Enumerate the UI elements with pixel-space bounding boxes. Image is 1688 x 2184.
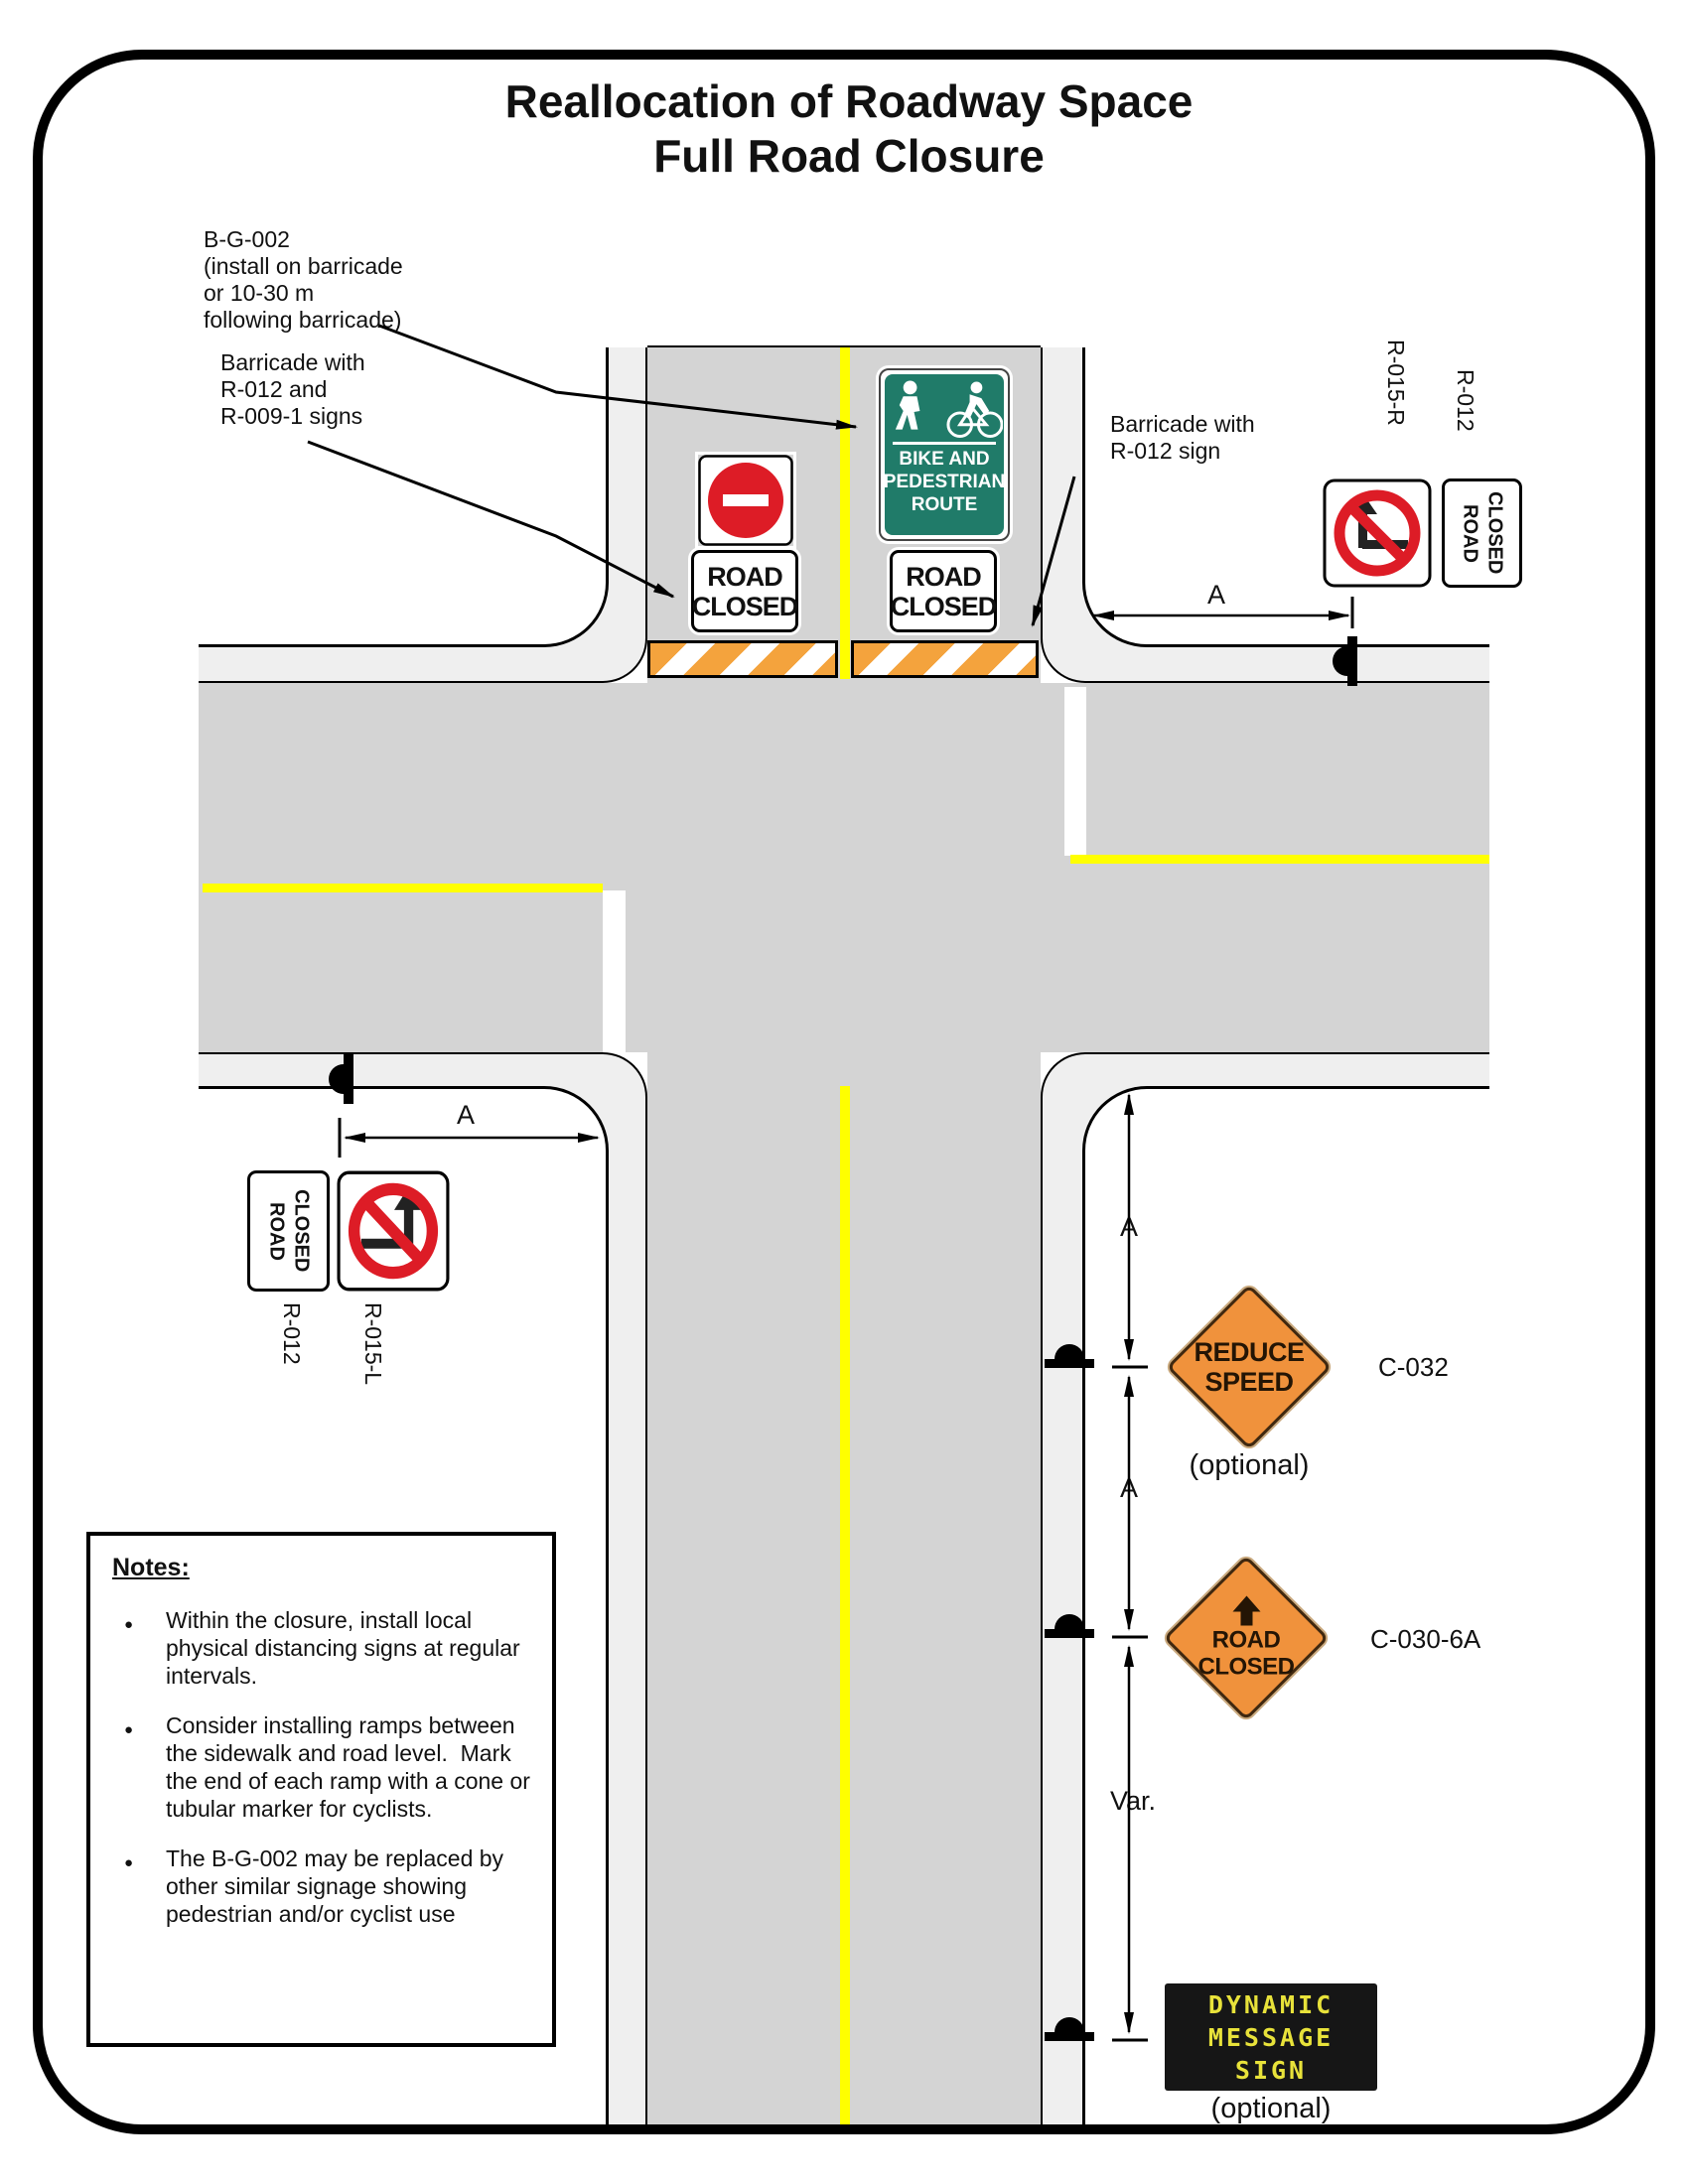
- up-arrow-icon: [1231, 1595, 1260, 1626]
- label-r012-sw: R-012: [279, 1302, 305, 1365]
- road-closed-ahead-diamond: ROAD CLOSED: [1163, 1555, 1330, 1721]
- label-optional-reduce-speed: (optional): [1189, 1449, 1310, 1481]
- centerline-south: [840, 1086, 850, 2134]
- road-east-west: [199, 683, 1489, 1052]
- notes-heading: Notes:: [112, 1554, 190, 1581]
- edge-line-stub-west: [603, 890, 626, 1052]
- label-optional-dms: (optional): [1210, 2093, 1332, 2124]
- road-closed-sign-rotated-sw: ROAD CLOSED: [247, 1170, 330, 1292]
- road-closed-text: ROAD: [265, 1201, 288, 1261]
- dim-label-a-sw: A: [457, 1100, 476, 1130]
- road-closed-ahead-text: CLOSED: [1197, 1653, 1295, 1681]
- label-c032: C-032: [1378, 1352, 1449, 1382]
- notes-box: Notes: Within the closure, install local…: [86, 1532, 556, 2047]
- title-line-1: Reallocation of Roadway Space: [504, 75, 1194, 127]
- r015r-sign: [1323, 478, 1432, 588]
- road-closed-ahead-text: ROAD: [1211, 1626, 1281, 1654]
- page-title: Reallocation of Roadway Space Full Road …: [99, 74, 1599, 184]
- dim-label-a-ne: A: [1207, 580, 1226, 610]
- dim-label-var-se: Var.: [1106, 1786, 1161, 1817]
- no-entry-icon: [698, 455, 793, 546]
- road-closed-sign-left: ROAD CLOSED: [691, 550, 798, 632]
- no-through-traffic-right-icon: [1323, 478, 1432, 588]
- reduce-speed-text: SPEED: [1204, 1367, 1294, 1397]
- dms-text: MESSAGE: [1207, 2022, 1335, 2052]
- road-closed-text: ROAD: [906, 561, 981, 592]
- road-closed-sign-right: ROAD CLOSED: [890, 550, 997, 632]
- label-c030-6a: C-030-6A: [1370, 1624, 1481, 1654]
- pedestrian-and-cyclist-icons: [895, 380, 1003, 439]
- note-item: Within the closure, install local physic…: [110, 1606, 536, 1690]
- bike-ped-text: BIKE AND: [899, 449, 990, 470]
- road-closed-text: CLOSED: [691, 591, 799, 621]
- edge-line-stub-east: [1064, 687, 1086, 856]
- cyclist-icon: [946, 381, 1003, 439]
- dim-label-a-se2: A: [1116, 1473, 1143, 1504]
- centerline-north: [840, 347, 850, 679]
- label-r015l: R-015-L: [360, 1302, 386, 1386]
- road-closed-text: ROAD: [707, 561, 782, 592]
- callout-barricade-right: Barricade with R-012 sign: [1110, 411, 1255, 464]
- label-r015r: R-015-R: [1383, 340, 1409, 426]
- road-closed-text: CLOSED: [890, 591, 998, 621]
- road-closed-text: CLOSED: [1483, 491, 1506, 575]
- centerline-east: [1070, 855, 1489, 864]
- barricade-right: [851, 640, 1039, 678]
- dim-label-a-se1: A: [1116, 1212, 1143, 1243]
- reduce-speed-text: REDUCE: [1194, 1337, 1305, 1367]
- bike-ped-text: ROUTE: [911, 494, 978, 515]
- note-item: The B-G-002 may be replaced by other sim…: [110, 1844, 536, 1928]
- title-line-2: Full Road Closure: [653, 130, 1045, 182]
- no-through-traffic-left-icon: [337, 1170, 450, 1292]
- notes-list: Within the closure, install local physic…: [110, 1606, 536, 1928]
- divider-line: [893, 442, 996, 445]
- barricade-left: [647, 640, 838, 678]
- label-r012-ne: R-012: [1453, 369, 1478, 432]
- bike-ped-route-sign: BIKE AND PEDESTRIAN ROUTE: [879, 368, 1010, 541]
- bike-ped-text: PEDESTRIAN: [883, 472, 1006, 492]
- r015l-sign: [337, 1170, 450, 1292]
- road-closed-text: CLOSED: [290, 1189, 313, 1273]
- note-item: Consider installing ramps between the si…: [110, 1711, 536, 1823]
- centerline-west: [203, 884, 603, 892]
- dms-text: DYNAMIC: [1207, 1989, 1335, 2019]
- road-closed-sign-rotated-ne: ROAD CLOSED: [1442, 478, 1522, 588]
- dms-text: SIGN: [1234, 2055, 1308, 2085]
- road-closed-text: ROAD: [1459, 503, 1481, 563]
- no-entry-sign: [698, 455, 793, 546]
- callout-barricade-left: Barricade with R-012 and R-009-1 signs: [220, 349, 365, 429]
- pedestrian-icon: [895, 380, 920, 430]
- callout-bg002: B-G-002 (install on barricade or 10-30 m…: [204, 226, 403, 333]
- dynamic-message-sign: DYNAMIC MESSAGE SIGN: [1165, 1983, 1377, 2091]
